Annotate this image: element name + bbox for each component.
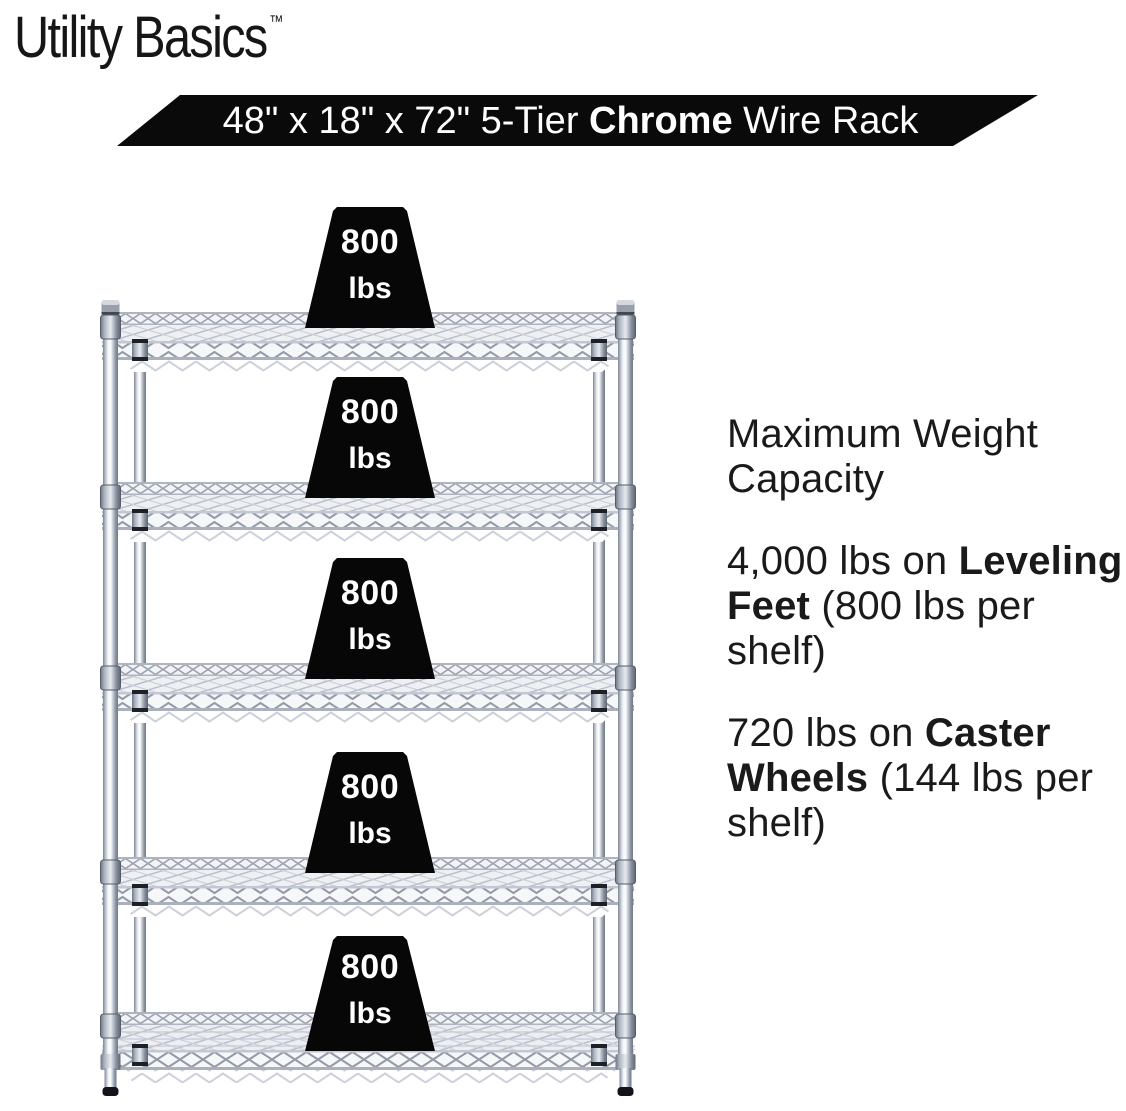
title-run-1: 48" x 18" x 72" 5-Tier [222, 100, 590, 142]
weight-marker-tier-4: 800 lbs [305, 752, 435, 873]
inner-post-clips [132, 339, 607, 1066]
spec-run-bold: Leveling [958, 539, 1123, 583]
product-title-banner: 48" x 18" x 72" 5-Tier Chrome Wire Rack [117, 95, 1038, 146]
shelf-tier-5 [100, 1012, 636, 1083]
spec-run: 720 lbs on [727, 711, 925, 755]
leveling-foot-left [100, 1054, 121, 1096]
weight-unit: lbs [348, 623, 392, 656]
outer-post-right [615, 300, 636, 1096]
trademark-symbol: ™ [269, 12, 284, 31]
spec-run: shelf) [727, 801, 827, 845]
product-title: 48" x 18" x 72" 5-Tier Chrome Wire Rack [117, 95, 1024, 146]
spec-run: (144 lbs per [868, 756, 1094, 800]
weight-unit: lbs [348, 997, 392, 1030]
spec-run-bold: Feet [727, 584, 811, 628]
wire-rack-svg [100, 300, 636, 1096]
spec-run: (800 lbs per [810, 584, 1035, 628]
weight-value: 800 [340, 393, 400, 431]
weight-value: 800 [340, 948, 400, 986]
leveling-foot-right [615, 1054, 636, 1096]
wire-rack-illustration [88, 190, 648, 1106]
spec-run-bold: Wheels [727, 756, 869, 800]
title-run-finish: Chrome [589, 100, 733, 142]
weight-value: 800 [340, 574, 400, 612]
spec-run: 4,000 lbs on [727, 539, 959, 583]
spec-run-bold: Caster [924, 711, 1051, 755]
weight-unit: lbs [348, 272, 392, 305]
weight-value: 800 [340, 223, 400, 261]
title-run-2: Wire Rack [732, 100, 919, 142]
shelf-tier-4 [102, 857, 634, 917]
weight-unit: lbs [348, 817, 392, 850]
shelf-tier-3 [102, 663, 634, 723]
spec-line: Maximum Weight [727, 412, 1039, 456]
brand-name: Utility Basics [14, 5, 268, 70]
weight-value: 800 [340, 768, 400, 806]
spec-line: Capacity [727, 457, 885, 501]
spec-run: shelf) [727, 629, 827, 673]
weight-unit: lbs [348, 442, 392, 475]
outer-post-left [100, 300, 121, 1096]
